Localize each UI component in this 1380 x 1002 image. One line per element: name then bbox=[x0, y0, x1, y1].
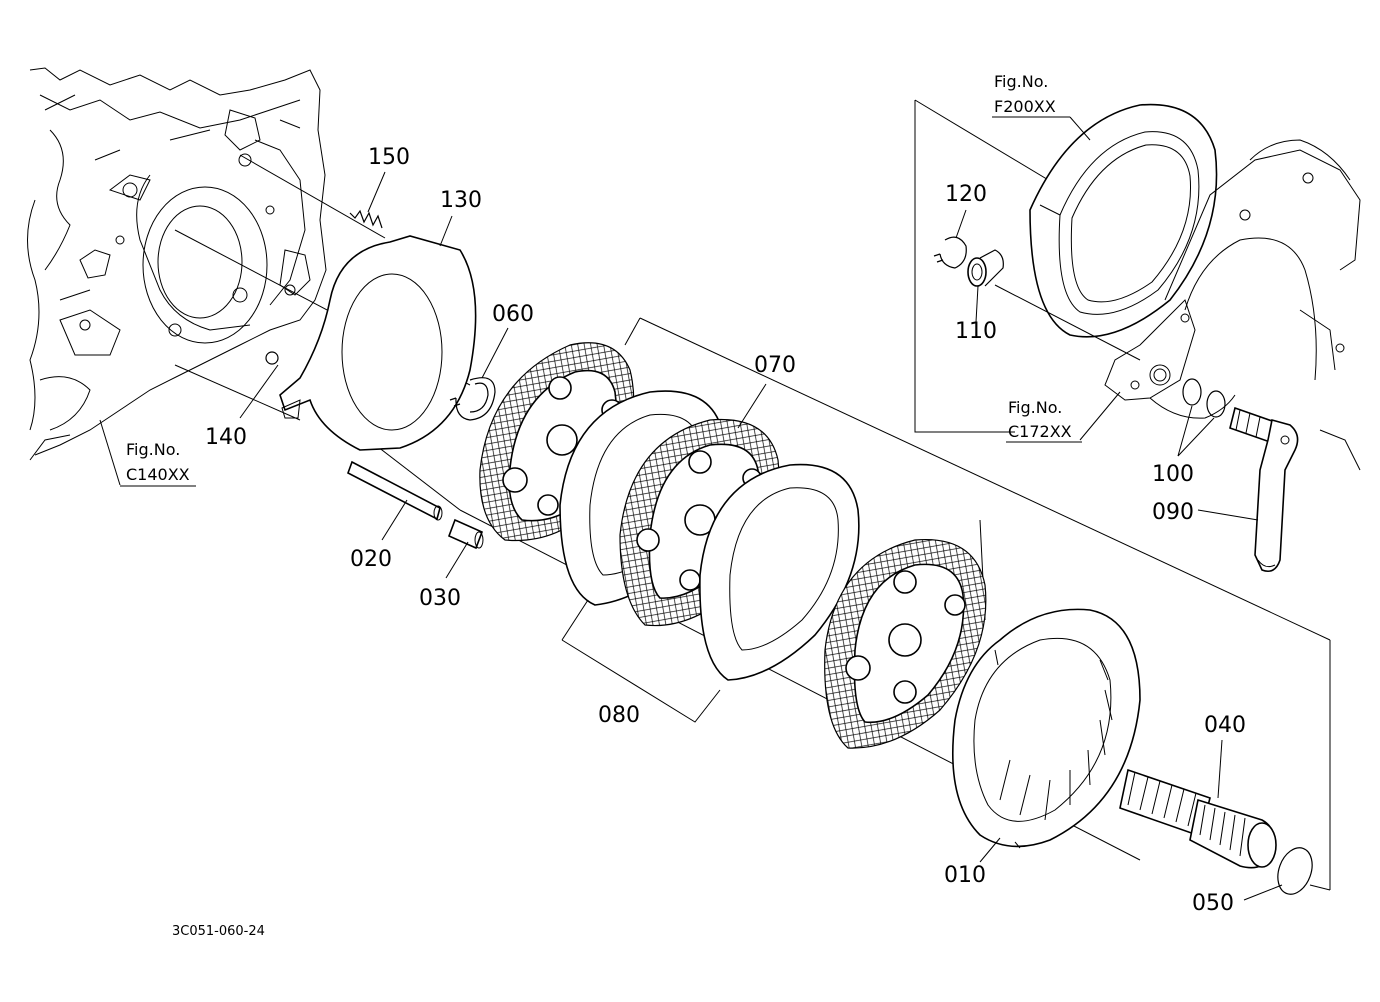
part-labels: 150 130 060 070 140 020 030 080 010 040 … bbox=[205, 145, 1246, 916]
friction-disc-3 bbox=[824, 538, 987, 749]
fig-ref-c172-code: C172XX bbox=[1008, 422, 1072, 441]
part-090-lever-shaft bbox=[1229, 406, 1299, 573]
part-030-sleeve bbox=[447, 518, 484, 550]
label-080: 080 bbox=[598, 703, 640, 728]
part-010-clutch-drum bbox=[952, 608, 1141, 849]
steel-plate-2 bbox=[699, 463, 860, 681]
fig-ref-c172-prefix: Fig.No. bbox=[1008, 398, 1062, 417]
label-030: 030 bbox=[419, 586, 461, 611]
fig-ref-c140-prefix: Fig.No. bbox=[126, 440, 180, 459]
fig-ref-f200: Fig.No. F200XX bbox=[992, 72, 1070, 118]
label-130: 130 bbox=[440, 188, 482, 213]
assembly-axis-lines bbox=[174, 154, 1331, 891]
ring-gear bbox=[1029, 103, 1218, 338]
part-050-o-ring bbox=[1277, 847, 1313, 895]
part-040-gear-shaft bbox=[1119, 768, 1277, 869]
drawing-code: 3C051-060-24 bbox=[172, 924, 265, 939]
part-120-circlip bbox=[933, 236, 967, 269]
fig-ref-c172: Fig.No. C172XX bbox=[1006, 398, 1082, 443]
part-140-ball bbox=[265, 351, 279, 365]
fig-ref-f200-prefix: Fig.No. bbox=[994, 72, 1048, 91]
fig-ref-c140-code: C140XX bbox=[126, 465, 190, 484]
guide-line-110 bbox=[994, 284, 1141, 361]
label-010: 010 bbox=[944, 863, 986, 888]
fig-ref-c140: Fig.No. C140XX bbox=[120, 440, 196, 487]
label-020: 020 bbox=[350, 547, 392, 572]
label-120: 120 bbox=[945, 182, 987, 207]
label-070: 070 bbox=[754, 353, 796, 378]
label-150: 150 bbox=[368, 145, 410, 170]
part-110-collar bbox=[967, 249, 1004, 287]
part-100-o-rings bbox=[1182, 378, 1226, 418]
label-140: 140 bbox=[205, 425, 247, 450]
label-100: 100 bbox=[1152, 462, 1194, 487]
part-060-circlip bbox=[449, 377, 496, 421]
label-050: 050 bbox=[1192, 891, 1234, 916]
leader-lines bbox=[99, 116, 1283, 901]
fig-ref-f200-code: F200XX bbox=[994, 97, 1056, 116]
gear-case-housing bbox=[1104, 139, 1361, 471]
label-040: 040 bbox=[1204, 713, 1246, 738]
part-020-pin bbox=[347, 460, 443, 521]
label-110: 110 bbox=[955, 319, 997, 344]
label-090: 090 bbox=[1152, 500, 1194, 525]
part-150-spring bbox=[349, 209, 383, 229]
label-060: 060 bbox=[492, 302, 534, 327]
transmission-housing bbox=[27, 67, 327, 461]
part-130-pressure-plate bbox=[279, 235, 477, 451]
